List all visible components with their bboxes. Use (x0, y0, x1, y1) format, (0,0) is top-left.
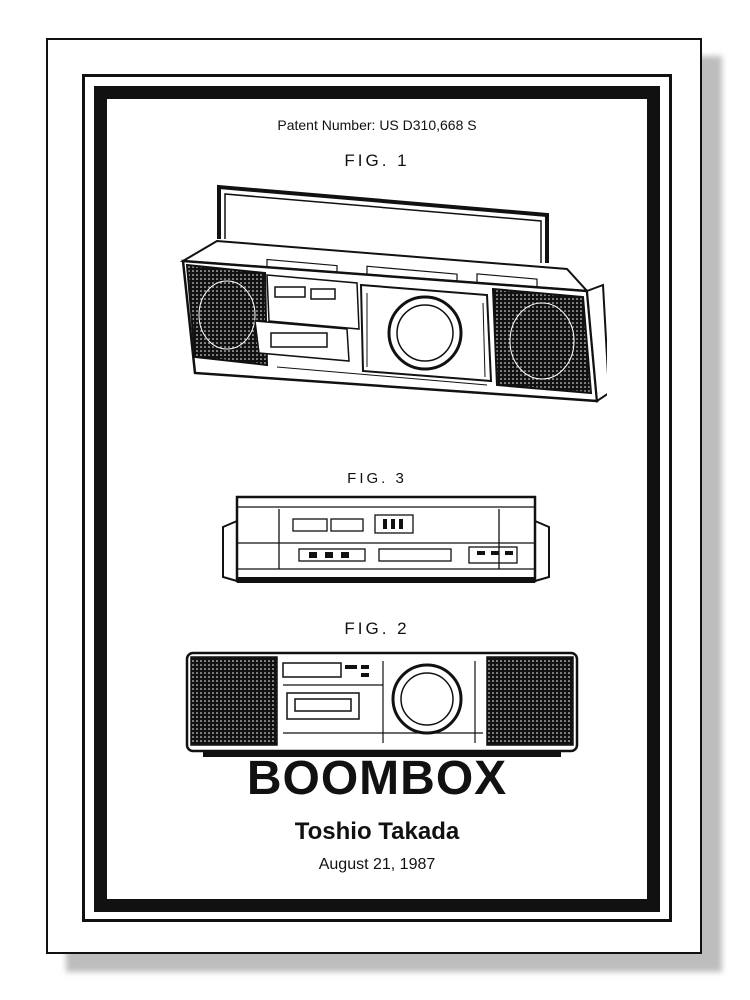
fig-3-label: FIG. 3 (347, 470, 407, 487)
patent-poster: Patent Number: US D310,668 S FIG. 1 (46, 38, 702, 954)
poster-content: Patent Number: US D310,668 S FIG. 1 (107, 99, 647, 899)
fig-1-label: FIG. 1 (344, 151, 410, 170)
inventor-name: Toshio Takada (294, 818, 460, 845)
boombox-top-drawing (222, 495, 550, 583)
patent-number: Patent Number: US D310,668 S (277, 117, 477, 133)
outer-frame-line (82, 74, 672, 922)
fig-2-label: FIG. 2 (344, 619, 410, 638)
boombox-front-drawing (185, 651, 579, 757)
patent-date: August 21, 1987 (318, 856, 436, 873)
inner-frame-border (94, 86, 660, 912)
boombox-perspective-drawing (179, 184, 607, 403)
poster-title: BOOMBOX (246, 752, 508, 805)
